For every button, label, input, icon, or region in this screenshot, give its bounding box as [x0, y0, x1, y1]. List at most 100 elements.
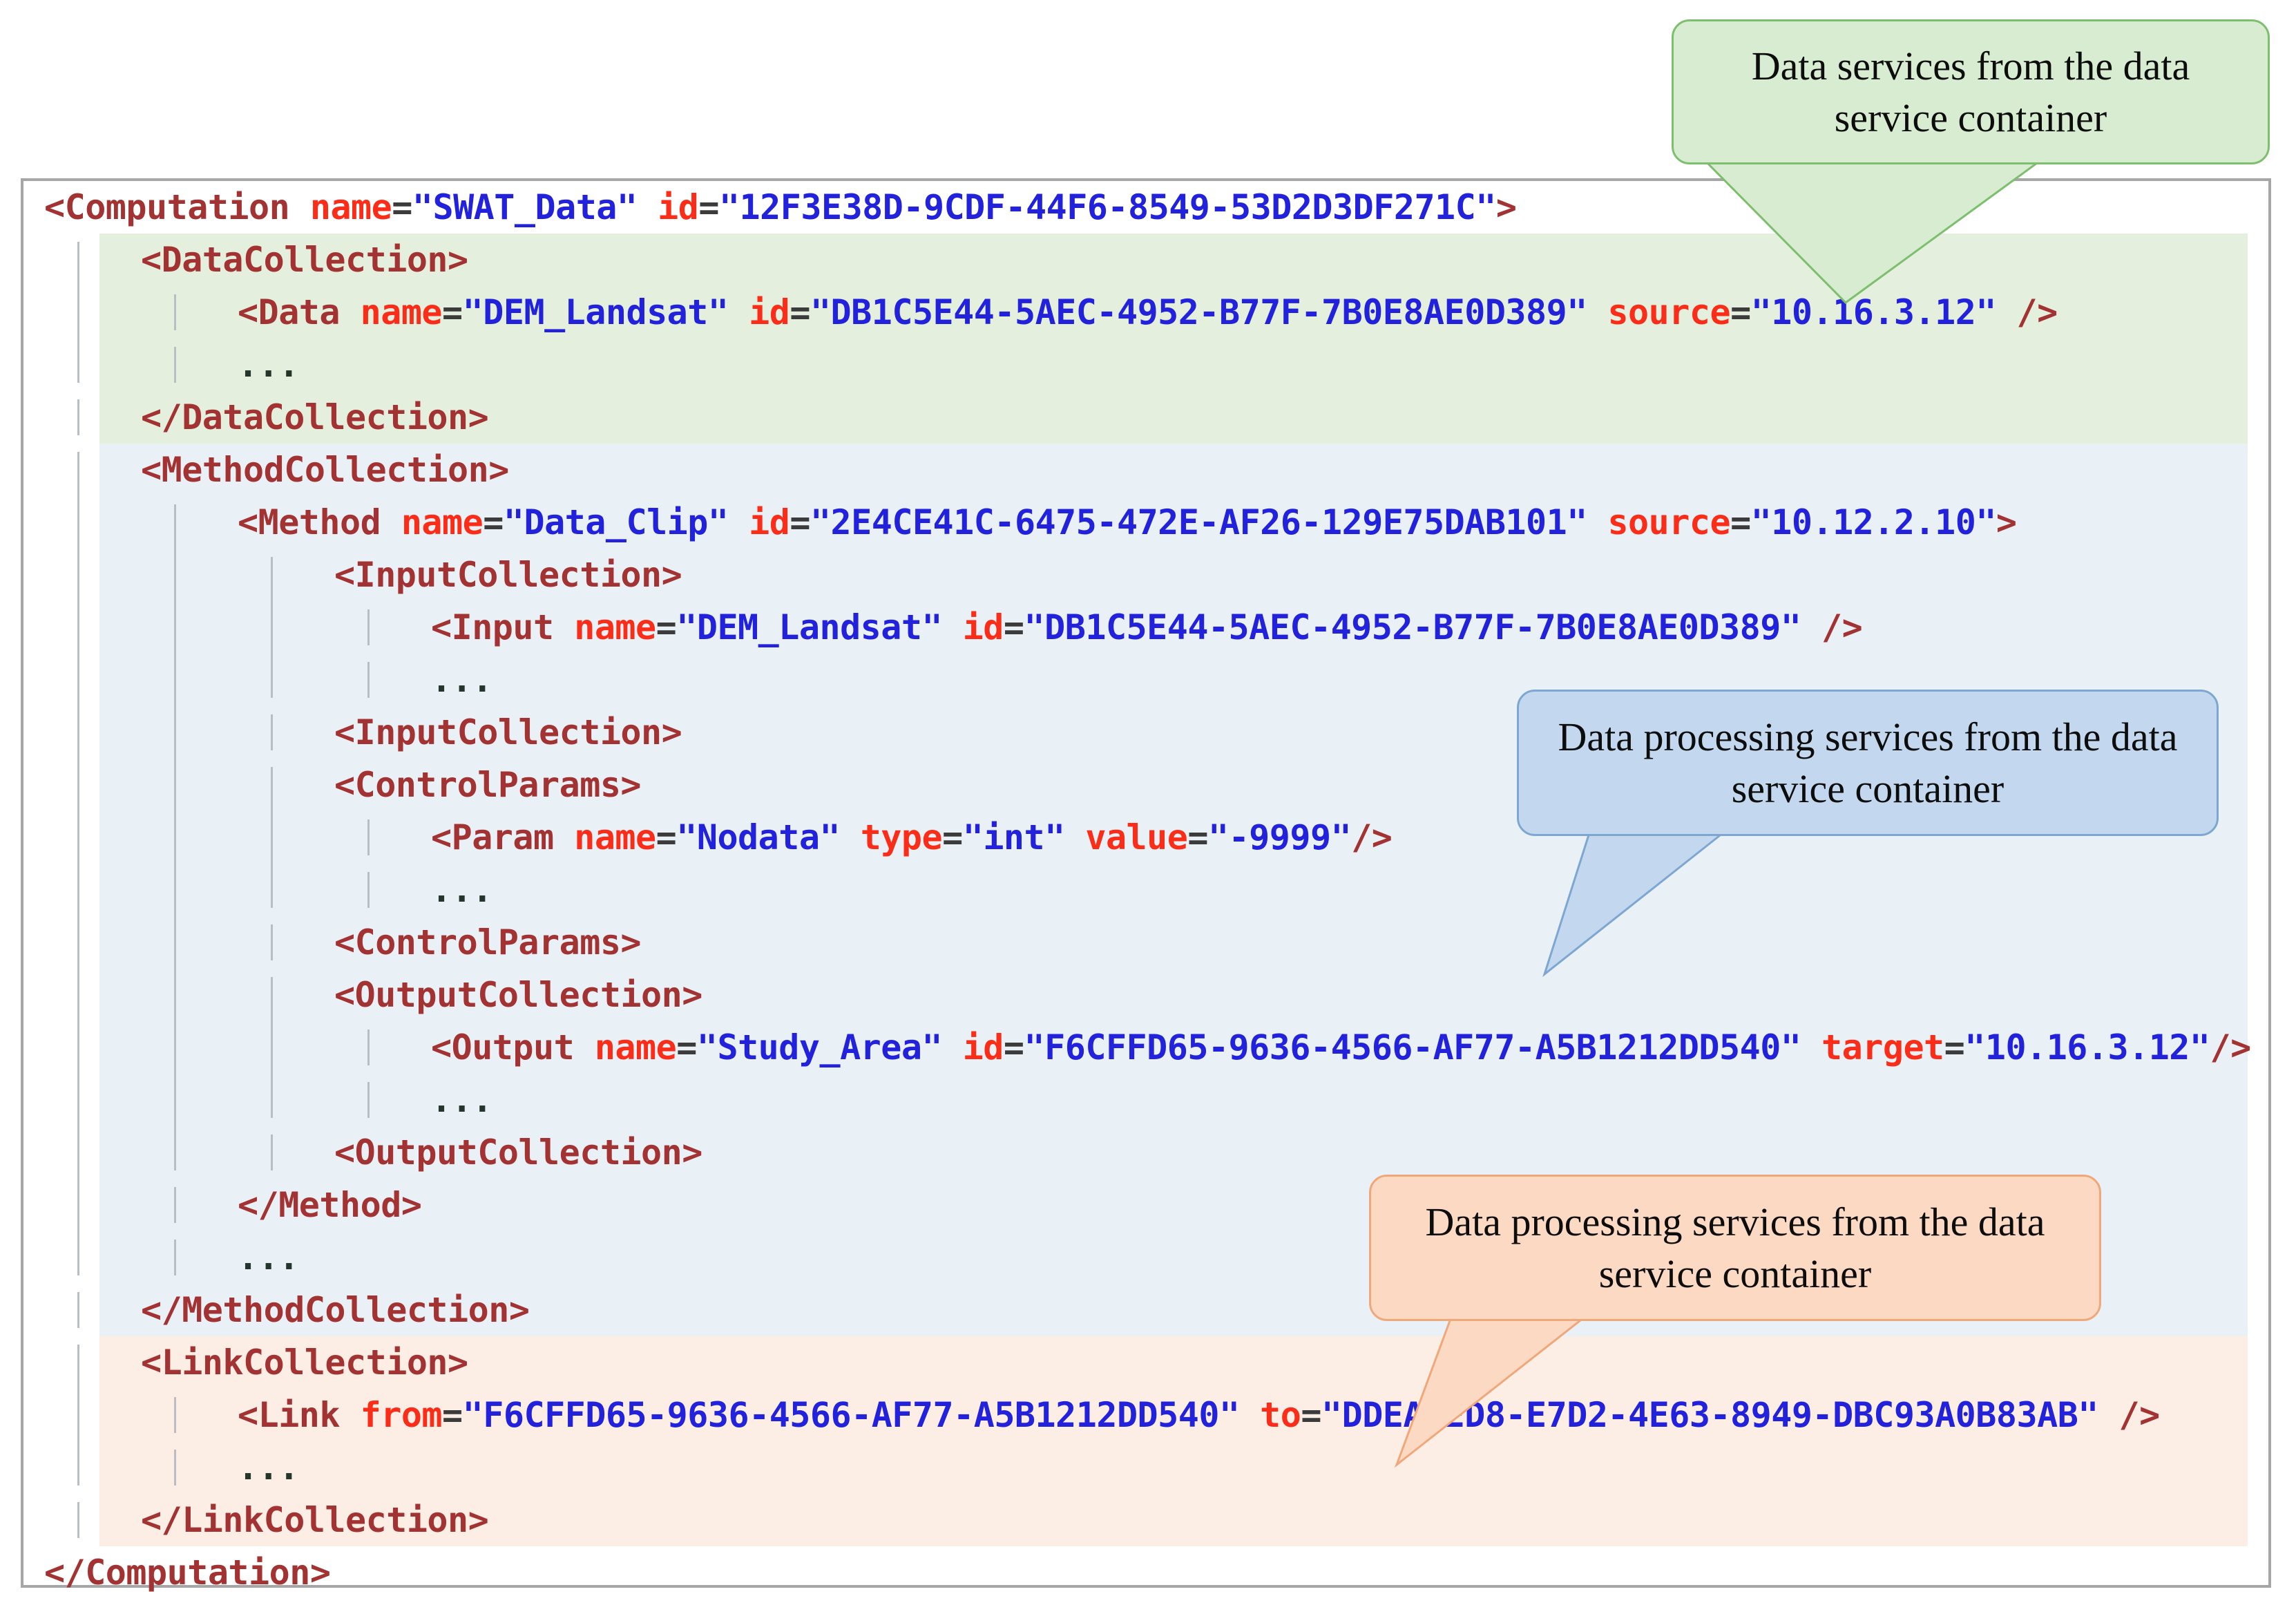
code-token-val: "10.16.3.12"	[1750, 292, 1997, 332]
code-line: </LinkCollection>	[99, 1494, 2248, 1546]
callout-green-bubble: Data services from the data service cont…	[1672, 19, 2270, 164]
code-token-attr: id	[962, 607, 1004, 647]
code-token-tag: <InputCollection>	[334, 555, 682, 595]
code-token-tag: >	[1495, 187, 1517, 227]
indent-guide-line	[174, 504, 176, 1170]
code-token-tag: >	[1996, 502, 2017, 542]
code-token-plain	[840, 817, 861, 857]
indent-guide-line	[271, 557, 273, 698]
indent-guide-line	[174, 294, 176, 330]
code-token-val: "10.12.2.10"	[1750, 502, 1997, 542]
code-token-attr: name	[574, 607, 656, 647]
code-token-val: "DB1C5E44-5AEC-4952-B77F-7B0E8AE0D389"	[810, 292, 1587, 332]
code-token-attr: target	[1821, 1027, 1944, 1067]
indent-guide-line	[77, 1502, 79, 1538]
code-line: ...	[99, 1441, 2248, 1494]
code-token-attr: source	[1607, 502, 1731, 542]
code-token-plain	[1065, 817, 1086, 857]
callout-green-text: Data services from the data service cont…	[1751, 43, 2190, 140]
indent-guide-line	[271, 977, 273, 1118]
code-token-eq: =	[790, 292, 810, 332]
code-line: <Output name="Study_Area" id="F6CFFD65-9…	[99, 1021, 2252, 1074]
code-token-attr: id	[749, 292, 790, 332]
code-token-val: "Data_Clip"	[503, 502, 729, 542]
code-token-attr: name	[594, 1027, 677, 1067]
code-token-tag: <OutputCollection>	[334, 975, 702, 1015]
code-token-eq: =	[656, 817, 677, 857]
code-token-eq: =	[1301, 1395, 1321, 1435]
code-token-tag: </Method>	[238, 1185, 422, 1225]
code-token-val: "F6CFFD65-9636-4566-AF77-A5B1212DD540"	[1024, 1027, 1801, 1067]
code-token-tag: <LinkCollection>	[141, 1342, 468, 1383]
code-line: <ControlParams>	[99, 916, 2248, 969]
code-token-attr: name	[401, 502, 484, 542]
code-token-val: "Nodata"	[676, 817, 841, 857]
code-line: <Data name="DEM_Landsat" id="DB1C5E44-5A…	[99, 286, 2248, 339]
code-token-plain	[942, 1027, 963, 1067]
code-line: <LinkCollection>	[99, 1336, 2248, 1389]
indent-guide-line	[367, 1029, 370, 1065]
indent-guide-line	[367, 662, 370, 698]
indent-guide-line	[77, 1292, 79, 1328]
code-token-plain	[729, 292, 749, 332]
code-token-tag: />	[1801, 607, 1863, 647]
code-token-val: "Study_Area"	[696, 1027, 943, 1067]
code-token-eq: =	[1730, 292, 1751, 332]
code-token-eq: =	[656, 607, 677, 647]
indent-guide-line	[271, 924, 273, 960]
code-token-plain	[1801, 1027, 1821, 1067]
code-token-tag: <Computation	[44, 187, 310, 227]
code-line: </DataCollection>	[99, 391, 2248, 444]
code-token-tag: />	[2210, 1027, 2252, 1067]
code-token-tag: <OutputCollection>	[334, 1132, 702, 1173]
code-token-tag: <ControlParams>	[334, 922, 642, 962]
code-token-tag: </MethodCollection>	[141, 1290, 530, 1330]
indent-guide-line	[77, 399, 79, 435]
code-token-tag: </DataCollection>	[141, 397, 489, 437]
indent-guide-line	[174, 1397, 176, 1433]
code-line: ...	[99, 1074, 2248, 1126]
callout-blue-bubble: Data processing services from the data s…	[1517, 690, 2219, 836]
code-token-plain	[1587, 292, 1608, 332]
code-token-eq: =	[698, 187, 719, 227]
code-token-dots: ...	[238, 1237, 299, 1278]
code-token-tag: <ControlParams>	[334, 765, 642, 805]
code-token-val: "12F3E38D-9CDF-44F6-8549-53D2D3DF271C"	[718, 187, 1496, 227]
code-token-tag: </LinkCollection>	[141, 1500, 489, 1540]
code-token-attr: id	[962, 1027, 1004, 1067]
code-token-attr: id	[658, 187, 699, 227]
indent-guide-line	[271, 1135, 273, 1170]
indent-guide-line	[271, 767, 273, 908]
code-token-tag: <MethodCollection>	[141, 450, 509, 490]
indent-guide-line	[367, 872, 370, 908]
code-token-tag: </Computation>	[44, 1553, 331, 1593]
code-token-dots: ...	[431, 870, 492, 910]
code-token-attr: value	[1085, 817, 1188, 857]
code-token-attr: to	[1260, 1395, 1301, 1435]
code-token-dots: ...	[238, 345, 299, 385]
code-token-eq: =	[1187, 817, 1208, 857]
code-token-val: "SWAT_Data"	[412, 187, 638, 227]
code-line: <Input name="DEM_Landsat" id="DB1C5E44-5…	[99, 601, 2248, 654]
code-token-tag: <InputCollection>	[334, 712, 682, 752]
code-token-tag: <Data	[238, 292, 361, 332]
code-token-val: "-9999"	[1207, 817, 1352, 857]
code-token-eq: =	[790, 502, 810, 542]
code-token-eq: =	[676, 1027, 697, 1067]
code-token-tag: <Output	[431, 1027, 595, 1067]
indent-guide-line	[174, 1450, 176, 1486]
indent-guide-line	[367, 1082, 370, 1118]
indent-guide-line	[271, 714, 273, 750]
code-token-tag: <Input	[431, 607, 575, 647]
code-token-val: "10.16.3.12"	[1964, 1027, 2210, 1067]
code-line: <OutputCollection>	[99, 969, 2248, 1021]
code-token-eq: =	[1730, 502, 1751, 542]
code-line: </Computation>	[23, 1546, 2268, 1599]
code-token-plain	[1587, 502, 1608, 542]
code-token-attr: type	[860, 817, 943, 857]
code-token-attr: id	[749, 502, 790, 542]
indent-guide-line	[77, 242, 79, 383]
indent-guide-line	[77, 452, 79, 1275]
code-token-tag: <DataCollection>	[141, 240, 468, 280]
code-token-tag: />	[1351, 817, 1393, 857]
